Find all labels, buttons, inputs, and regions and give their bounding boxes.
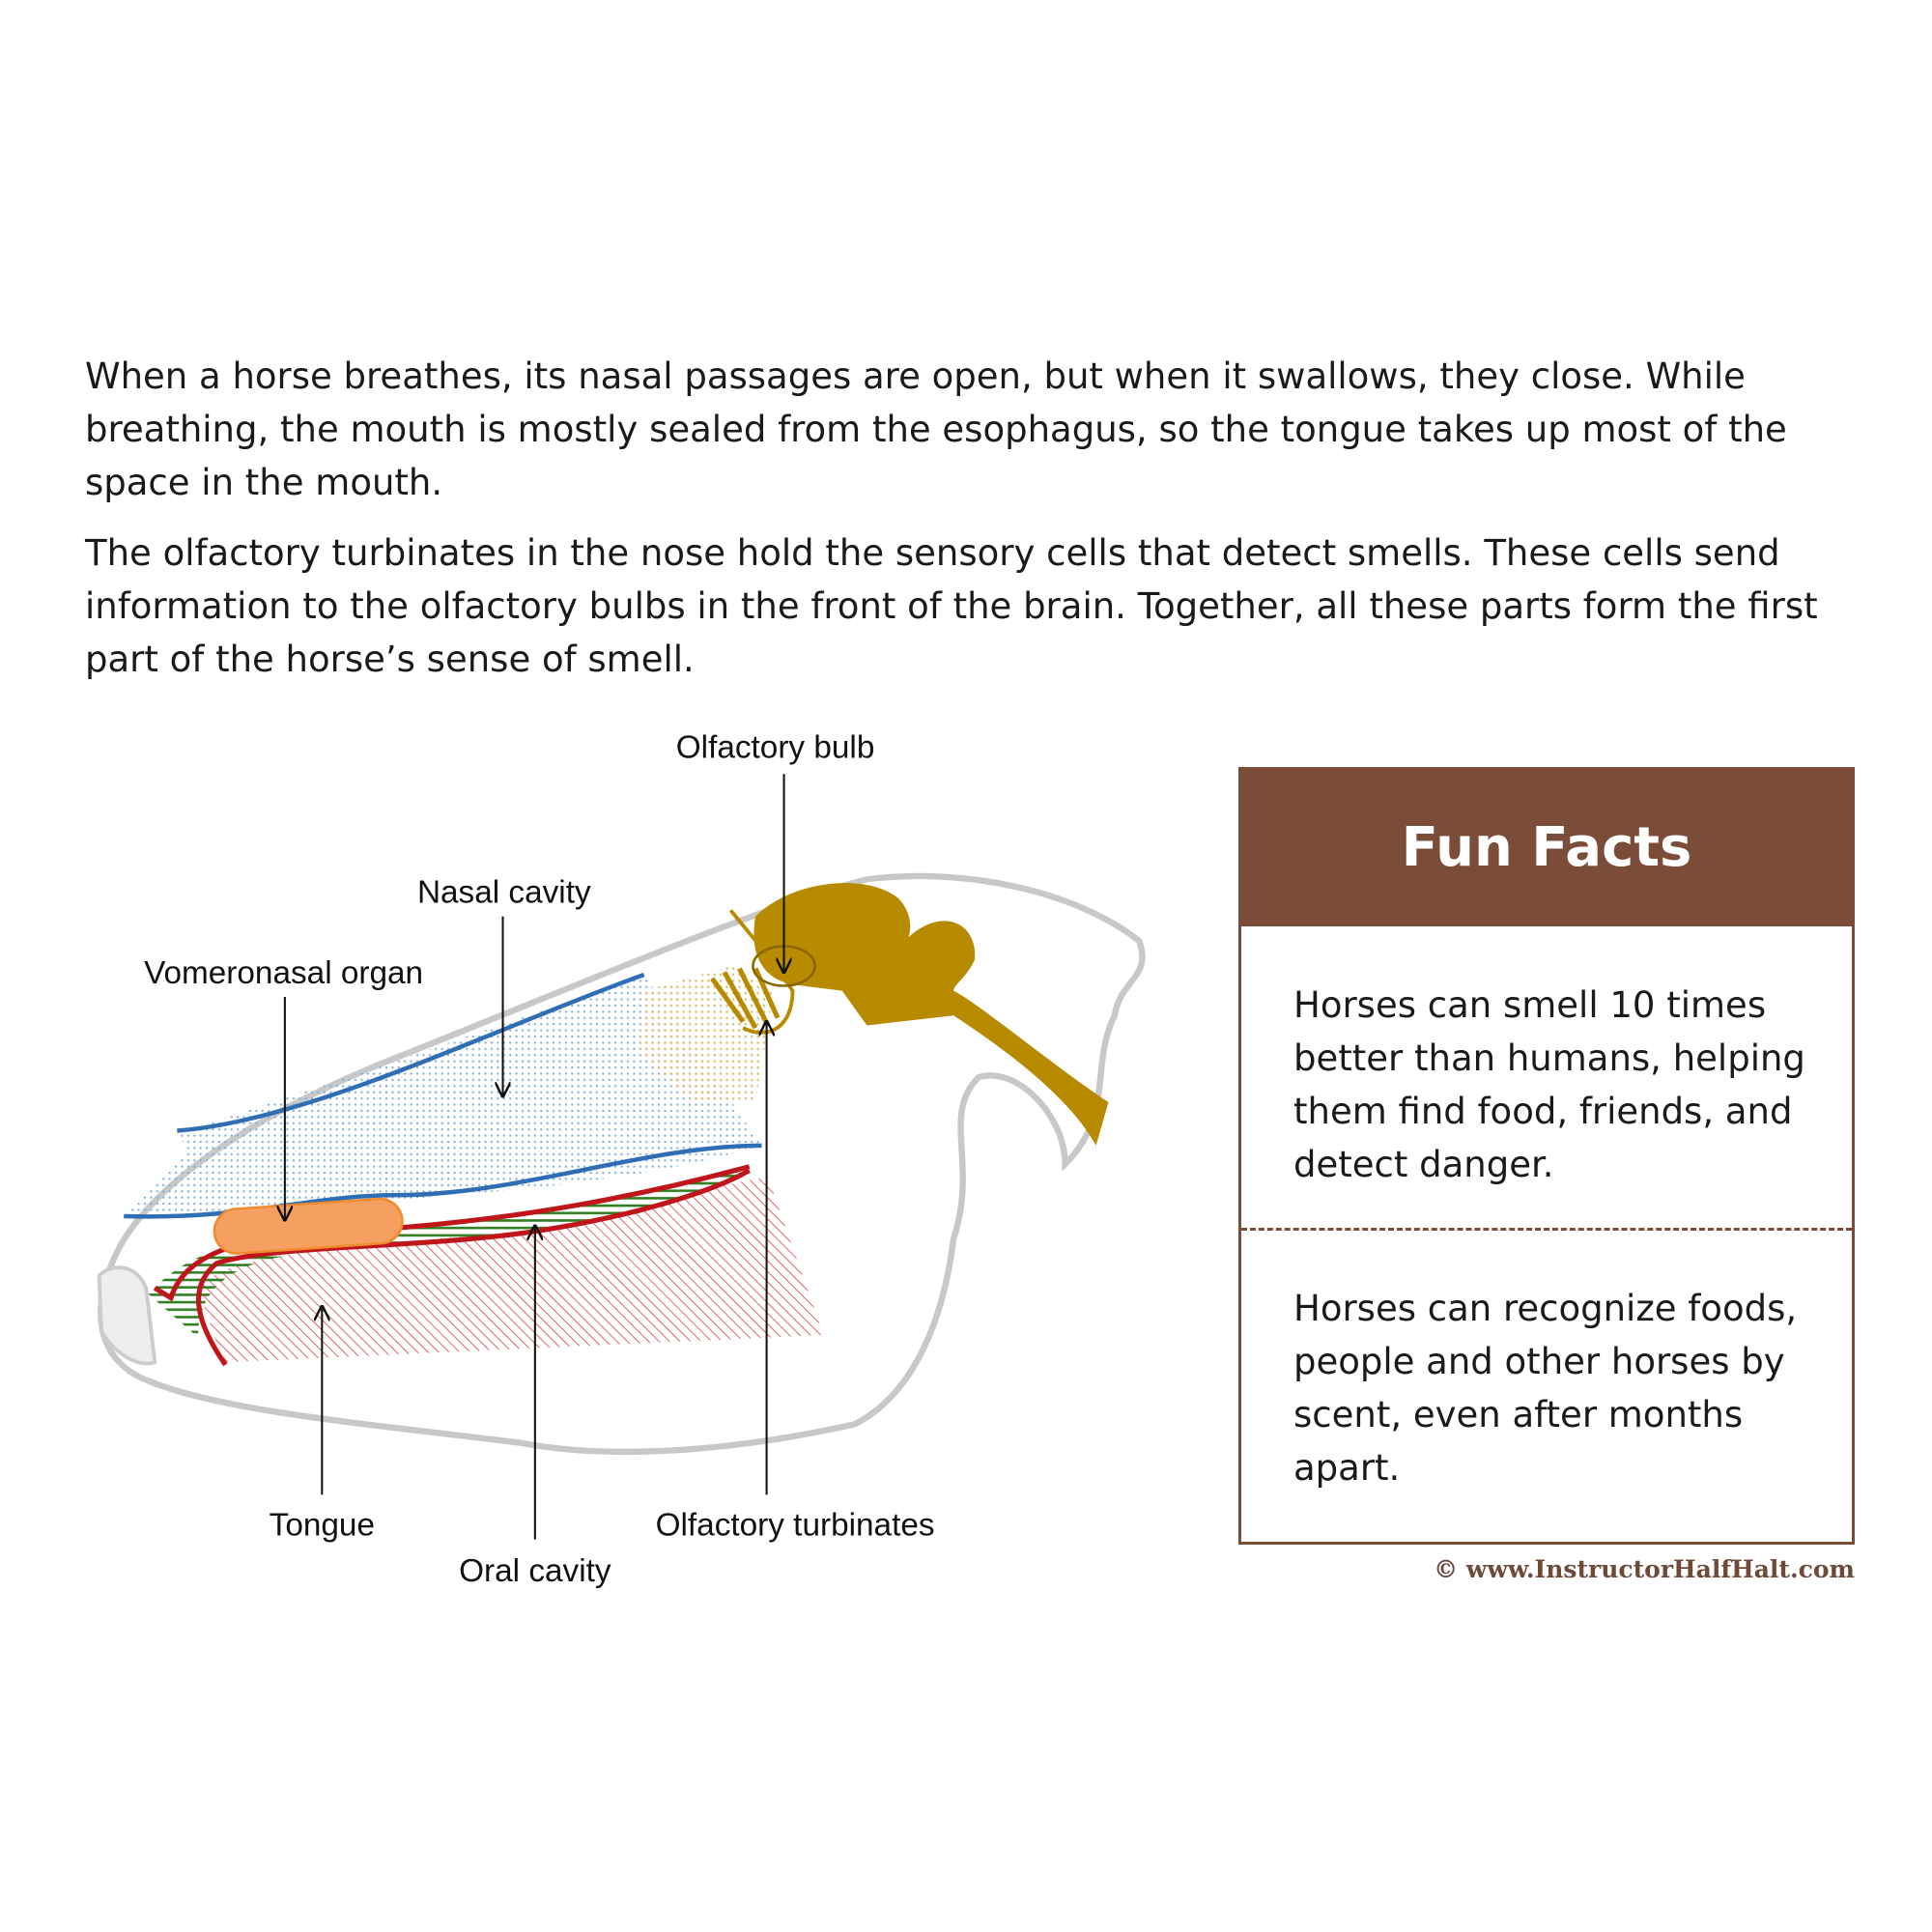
fun-facts-title: Fun Facts bbox=[1241, 770, 1852, 926]
nasal-upper-line bbox=[177, 972, 645, 1133]
vomeronasal-organ-shape bbox=[213, 1197, 404, 1255]
fun-fact-item: Horses can recognize foods, people and o… bbox=[1293, 1288, 1798, 1489]
intro-paragraph-olfactory: The olfactory turbinates in the nose hol… bbox=[85, 532, 1818, 680]
fact-divider bbox=[1241, 1228, 1852, 1231]
teeth bbox=[97, 1265, 157, 1366]
label-vomeronasal-organ: Vomeronasal organ bbox=[144, 955, 423, 991]
nasal-cavity-area bbox=[124, 974, 762, 1218]
intro-paragraph-breathing: When a horse breathes, its nasal passage… bbox=[85, 355, 1787, 503]
label-oral-cavity: Oral cavity bbox=[459, 1553, 611, 1589]
tongue-line bbox=[195, 1168, 751, 1367]
brain-shape bbox=[753, 883, 1109, 1146]
copyright-notice: © www.InstructorHalfHalt.com bbox=[1434, 1555, 1855, 1583]
oral-cavity-area bbox=[148, 1166, 750, 1338]
fun-fact-item: Horses can smell 10 times better than hu… bbox=[1293, 984, 1805, 1185]
label-tongue: Tongue bbox=[270, 1508, 375, 1544]
fun-facts-box: Fun Facts Horses can smell 10 times bett… bbox=[1238, 767, 1855, 1545]
label-olfactory-turbinates: Olfactory turbinates bbox=[656, 1508, 935, 1544]
label-nasal-cavity: Nasal cavity bbox=[417, 875, 591, 911]
label-olfactory-bulb: Olfactory bulb bbox=[676, 730, 875, 766]
tongue-area bbox=[198, 1176, 824, 1363]
